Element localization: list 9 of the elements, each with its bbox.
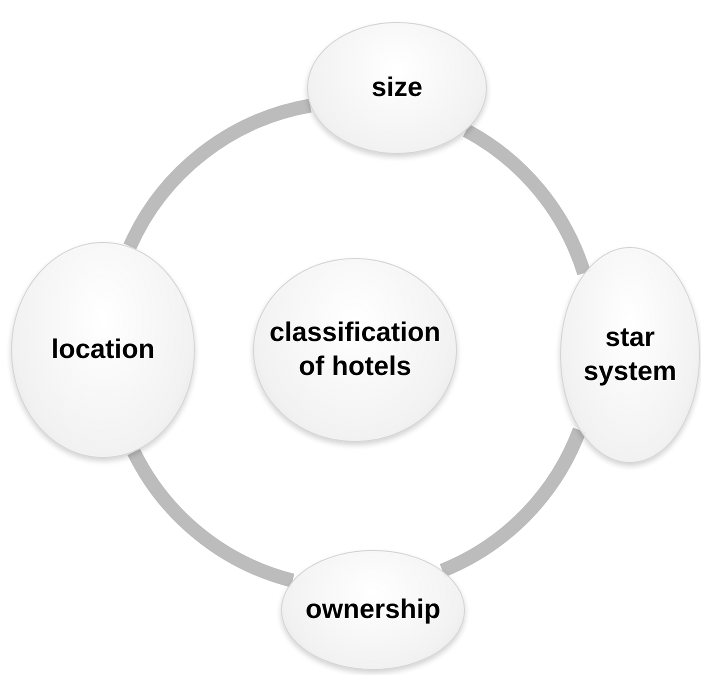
ring-connector [439, 427, 586, 577]
ring-connector [462, 124, 591, 276]
node-label: ownership [305, 593, 440, 626]
node-label: star system [582, 321, 678, 388]
node-label: classification of hotels [268, 316, 442, 383]
ring-connector [128, 448, 295, 588]
node-label: size [371, 71, 423, 104]
node-label: location [51, 333, 155, 366]
ring-connector [124, 98, 312, 250]
